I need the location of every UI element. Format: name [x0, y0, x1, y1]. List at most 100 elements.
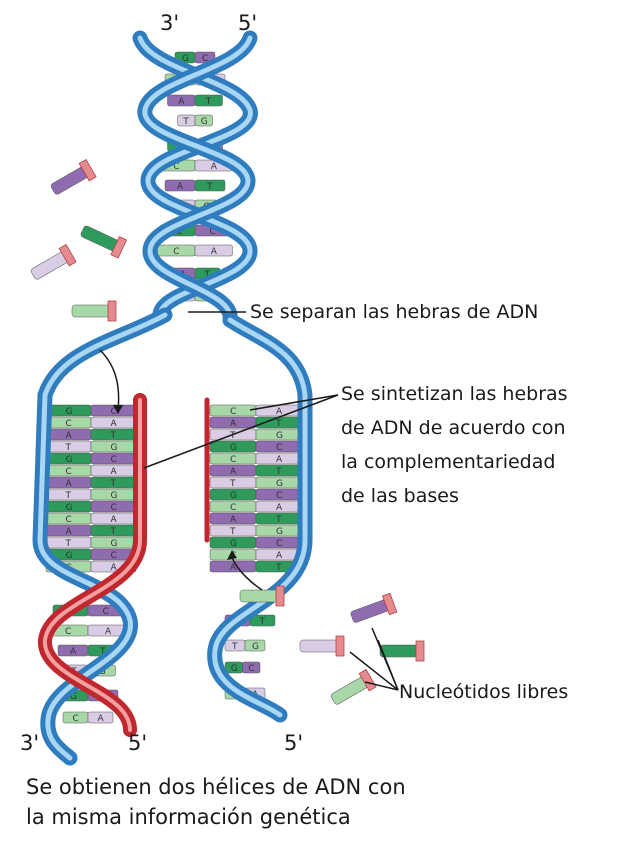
svg-text:T: T	[182, 117, 189, 127]
svg-text:C: C	[111, 551, 117, 561]
svg-text:A: A	[66, 527, 73, 537]
annotation-synthesis-line-4: de las bases	[341, 485, 459, 507]
svg-text:C: C	[111, 407, 117, 417]
svg-text:T: T	[259, 617, 266, 627]
svg-text:T: T	[110, 479, 117, 489]
svg-text:G: G	[276, 527, 283, 537]
free-nucleotide	[350, 592, 398, 623]
arrowheads	[113, 405, 237, 560]
svg-text:A: A	[98, 714, 105, 724]
svg-text:A: A	[66, 479, 73, 489]
svg-text:G: G	[230, 443, 237, 453]
caption-line-2: la misma información genética	[26, 805, 351, 829]
label-bottom-right-5-prime: 5'	[284, 731, 303, 755]
free-nucleotide	[71, 300, 117, 322]
svg-text:A: A	[111, 419, 118, 429]
svg-text:T: T	[275, 419, 282, 429]
svg-text:C: C	[276, 443, 282, 453]
svg-text:A: A	[230, 515, 237, 525]
svg-text:G: G	[66, 407, 73, 417]
svg-text:A: A	[211, 162, 218, 172]
svg-text:G: G	[66, 455, 73, 465]
label-top-3-prime: 3'	[160, 11, 179, 35]
svg-text:T: T	[65, 443, 72, 453]
svg-text:G: G	[70, 692, 77, 702]
svg-text:G: G	[182, 54, 189, 64]
svg-text:A: A	[230, 419, 237, 429]
svg-text:C: C	[230, 407, 236, 417]
svg-text:T: T	[65, 539, 72, 549]
svg-text:T: T	[231, 642, 238, 652]
free-nucleotide	[50, 159, 97, 195]
svg-text:A: A	[111, 515, 118, 525]
svg-text:C: C	[173, 162, 179, 172]
svg-text:A: A	[276, 551, 283, 561]
svg-text:A: A	[230, 563, 237, 573]
annotation-synthesis-line-1: Se sintetizan las hebras	[341, 383, 568, 405]
svg-text:A: A	[211, 247, 218, 257]
svg-text:T: T	[275, 563, 282, 573]
svg-text:G: G	[201, 117, 208, 127]
svg-text:T: T	[65, 491, 72, 501]
annotation-synthesis-line-3: la complementariedad	[341, 451, 555, 473]
base-pair-right: CA	[209, 548, 303, 561]
leader-lines	[99, 311, 399, 691]
free-nucleotides	[30, 159, 425, 705]
svg-text:C: C	[111, 455, 117, 465]
svg-text:C: C	[276, 491, 282, 501]
svg-text:A: A	[105, 627, 112, 637]
annotation-strand-separation: Se separan las hebras de ADN	[250, 301, 538, 323]
svg-text:G: G	[230, 539, 237, 549]
svg-text:T: T	[206, 182, 213, 192]
free-nucleotide	[379, 640, 425, 662]
svg-text:C: C	[210, 227, 216, 237]
svg-text:T: T	[275, 467, 282, 477]
svg-text:T: T	[275, 515, 282, 525]
left-daughter-helix	[32, 307, 173, 766]
svg-text:C: C	[66, 467, 72, 477]
svg-text:C: C	[202, 54, 208, 64]
parent-helix-top	[132, 30, 258, 328]
caption-line-1: Se obtienen dos hélices de ADN con	[26, 775, 406, 799]
label-bottom-left-5-prime: 5'	[128, 731, 147, 755]
annotation-free-nucleotides: Nucleótidos libres	[399, 681, 568, 703]
svg-text:G: G	[231, 664, 238, 674]
svg-text:A: A	[276, 503, 283, 513]
annotation-synthesis-line-2: de ADN de acuerdo con	[341, 417, 566, 439]
svg-text:A: A	[70, 647, 77, 657]
svg-text:T: T	[110, 431, 117, 441]
svg-text:C: C	[248, 664, 254, 674]
svg-text:C: C	[103, 607, 109, 617]
svg-text:C: C	[66, 419, 72, 429]
svg-text:C: C	[276, 539, 282, 549]
free-nucleotide	[80, 225, 128, 259]
